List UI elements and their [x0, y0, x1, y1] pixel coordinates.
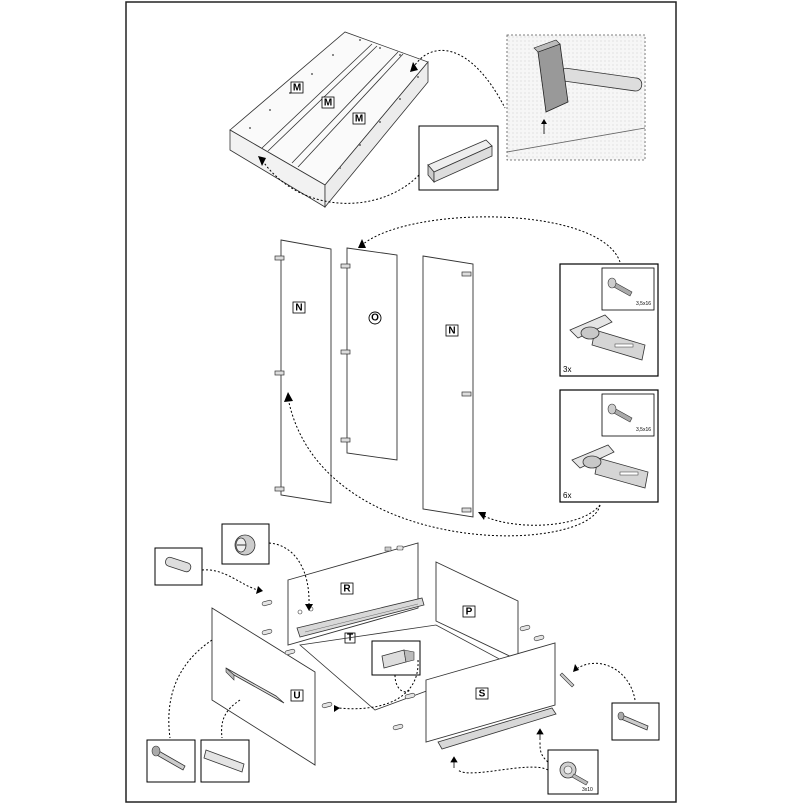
top-panel-label-3: M: [352, 112, 366, 125]
top-carcass: [229, 31, 429, 209]
label-m-3: M: [355, 114, 363, 125]
hinge-callout-bottom: 3,5x16 6x: [559, 389, 659, 503]
hammer-callout: [506, 34, 646, 161]
drawer-side-left-panel: U: [211, 607, 316, 766]
dowel-callout: [154, 547, 203, 586]
arrow-hinge-right: [481, 504, 601, 526]
drawer-side-right-panel: P: [435, 561, 519, 661]
cam-lock-icon: [234, 534, 256, 556]
arrow-hinge-left: [287, 397, 601, 537]
arrow-hinge-top: [361, 216, 621, 263]
screw-icon: [151, 745, 186, 771]
arrow-to-hammer: [412, 49, 506, 109]
long-screw-callout: [611, 702, 660, 741]
top-panel-label-2: M: [321, 96, 335, 109]
hinge-top-screw-size: 3,5x16: [636, 301, 651, 307]
dowels: [261, 545, 545, 731]
label-o: O: [371, 313, 379, 324]
side-panel-right: N: [422, 255, 474, 518]
screw-icon: [559, 761, 589, 786]
hinge-callout-top: 3,5x16 3x: [559, 263, 659, 377]
hinge-bottom-screw-size: 3,5x16: [636, 427, 651, 433]
edge-profile-callout: [418, 125, 499, 191]
long-screw-part: [559, 672, 575, 688]
label-u: U: [293, 691, 300, 702]
arrow-from-profile: [261, 159, 420, 204]
top-panel-label-1: M: [290, 81, 304, 94]
drawer-back-panel: R: [287, 542, 419, 646]
screw-icon: [607, 277, 633, 297]
label-n-left: N: [295, 303, 302, 314]
label-r: R: [343, 584, 351, 595]
long-screw-icon: [617, 711, 649, 731]
hammer-icon: [533, 39, 643, 113]
handle-bar-icon: [225, 667, 285, 704]
hinge-icon: [569, 314, 646, 361]
drawer-arrowheads: [256, 586, 579, 712]
hinge-top-qty: 3x: [563, 365, 571, 374]
screw-callout-bottom: 3x10: [547, 749, 599, 795]
drawer-front-panel: S: [425, 642, 557, 750]
label-n-right: N: [448, 326, 455, 337]
small-screw-arrows: [450, 728, 544, 768]
bottom-screw-size: 3x10: [582, 787, 593, 793]
door-panel: O: [340, 247, 398, 461]
screw-icon: [607, 403, 633, 423]
edge-profile-icon: [427, 139, 493, 184]
label-m-2: M: [324, 98, 332, 109]
handle-callout-bottom: [200, 739, 250, 783]
label-p: P: [466, 607, 473, 618]
hinge-bottom-qty: 6x: [563, 491, 571, 500]
dowel-icon: [165, 556, 192, 573]
side-panel-left: N: [274, 239, 332, 504]
handle-bar-icon: [203, 749, 245, 773]
label-m-1: M: [293, 83, 301, 94]
page-frame: [125, 1, 677, 803]
cam-lock-callout: [221, 523, 270, 565]
wall-plug-icon: [381, 649, 415, 669]
wall-plug-callout: [371, 640, 421, 676]
hinge-icon: [571, 444, 649, 489]
drawer-arrows: [168, 542, 636, 774]
label-s: S: [479, 689, 486, 700]
screw-callout-bottom-left: [146, 739, 196, 783]
